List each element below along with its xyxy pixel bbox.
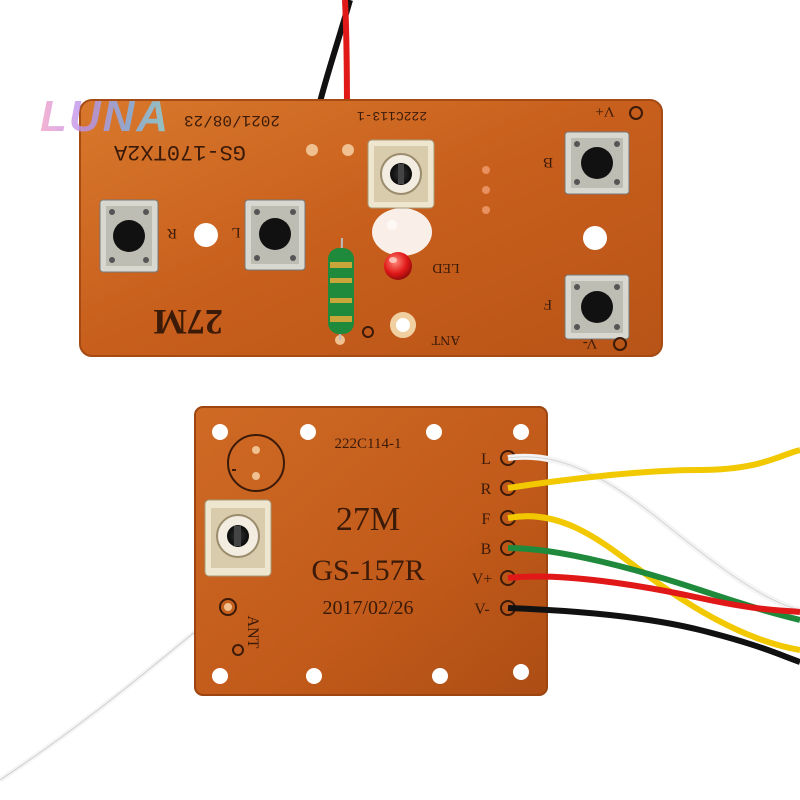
label-led: LED — [432, 260, 459, 275]
transmitter-tuning-coil — [367, 139, 435, 209]
receiver-board: ANT 222C114-1 27M GS-157R 2017/02/26 L R… — [0, 406, 548, 783]
transmitter-pcb — [80, 100, 662, 356]
transmitter-led — [384, 252, 412, 280]
transmitter-board: GS-170TX2A 2021/08/23 222C113-1 27M — [79, 0, 663, 357]
wire-yellow-f — [507, 513, 800, 653]
receiver-model-text: GS-157R — [311, 554, 424, 587]
receiver-pin-label: R — [481, 481, 492, 498]
receiver-pcb — [195, 407, 547, 695]
receiver-pin-label: F — [482, 511, 491, 528]
receiver-pin-label: B — [481, 541, 492, 558]
receiver-ant-label: ANT — [244, 616, 261, 649]
receiver-wires — [507, 447, 800, 665]
label-f: F — [544, 296, 552, 312]
transmitter-button-f — [564, 274, 630, 340]
transmitter-code-text: 222C113-1 — [357, 108, 427, 123]
transmitter-model-text: GS-170TX2A — [113, 139, 246, 164]
transmitter-inductor — [328, 237, 354, 341]
label-v-plus: V+ — [595, 103, 614, 119]
label-v-minus: V- — [583, 335, 597, 351]
receiver-pin-label: V- — [474, 601, 489, 618]
receiver-pin-label: V+ — [472, 571, 493, 588]
label-l: L — [231, 224, 240, 240]
transmitter-button-l — [244, 199, 306, 271]
receiver-code-text: 222C114-1 — [335, 436, 402, 452]
transmitter-date-text: 2021/08/23 — [184, 111, 280, 129]
label-b: B — [543, 154, 553, 170]
label-r: R — [167, 225, 177, 241]
wire-green-b — [507, 545, 800, 623]
transmitter-button-b — [564, 131, 630, 195]
receiver-frequency-text: 27M — [336, 501, 400, 538]
label-ant-transmitter: ANT — [431, 332, 460, 347]
receiver-date-text: 2017/02/26 — [322, 597, 413, 619]
transmitter-frequency-text: 27M — [153, 302, 223, 342]
receiver-pin-label: L — [481, 451, 491, 468]
watermark-logo: LUNA — [40, 92, 171, 141]
wire-yellow-r — [507, 447, 800, 491]
receiver-tuning-coil — [204, 499, 272, 577]
wire-red-vplus — [507, 573, 800, 615]
wire-black-vminus — [507, 605, 800, 665]
transmitter-button-r — [99, 199, 159, 273]
